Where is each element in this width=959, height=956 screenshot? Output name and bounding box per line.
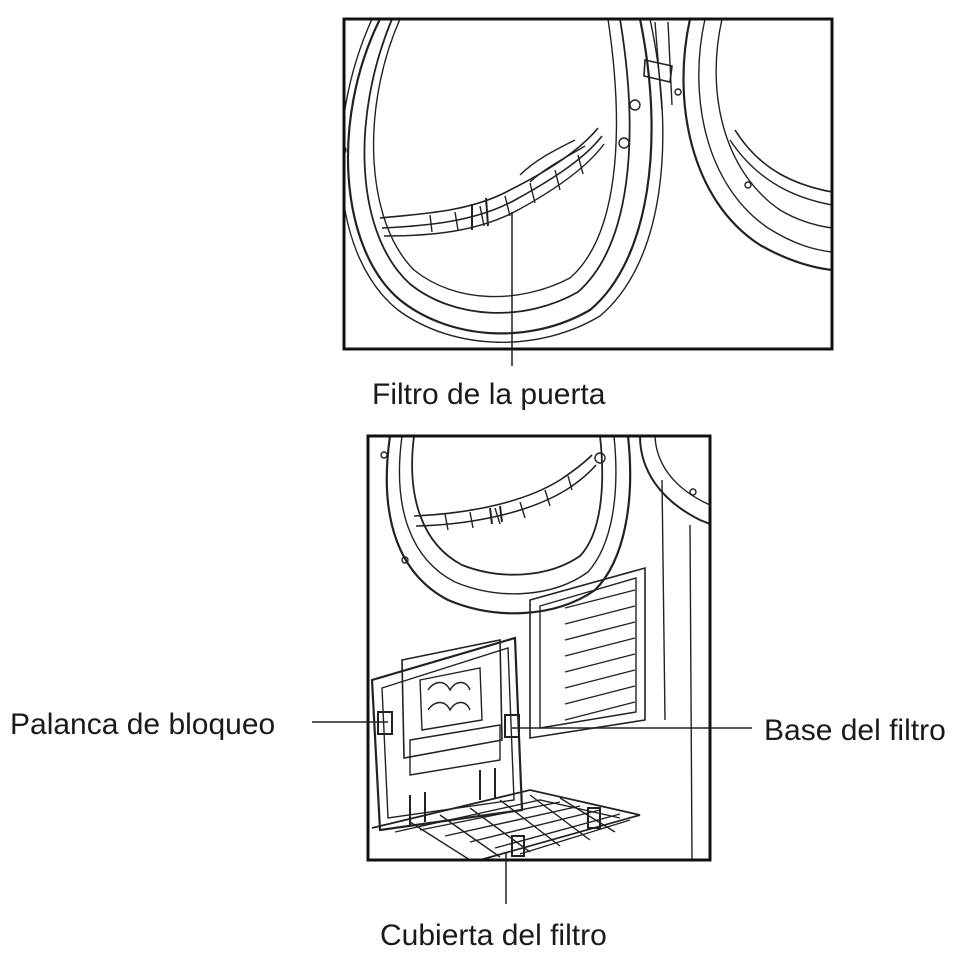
door-filter-panel — [342, 17, 834, 366]
filter-cover-label: Cubierta del filtro — [380, 919, 607, 952]
door-glass — [372, 19, 618, 298]
door-ring-outer — [346, 19, 653, 335]
filter-insert — [377, 639, 520, 776]
door-ring-inner — [363, 19, 631, 314]
drum-opening — [682, 19, 832, 272]
door-filter-label: Filtro de la puerta — [372, 378, 606, 411]
top-panel-frame — [342, 17, 834, 351]
filter-compartment-panel — [312, 434, 752, 904]
door-ring-mid — [344, 19, 664, 343]
door-filter-shape — [379, 127, 605, 237]
filter-cover-shape — [371, 768, 641, 860]
bottom-panel-frame — [366, 434, 712, 862]
lock-lever-label: Palanca de bloqueo — [10, 708, 275, 741]
filter-base-label: Base del filtro — [764, 714, 946, 747]
